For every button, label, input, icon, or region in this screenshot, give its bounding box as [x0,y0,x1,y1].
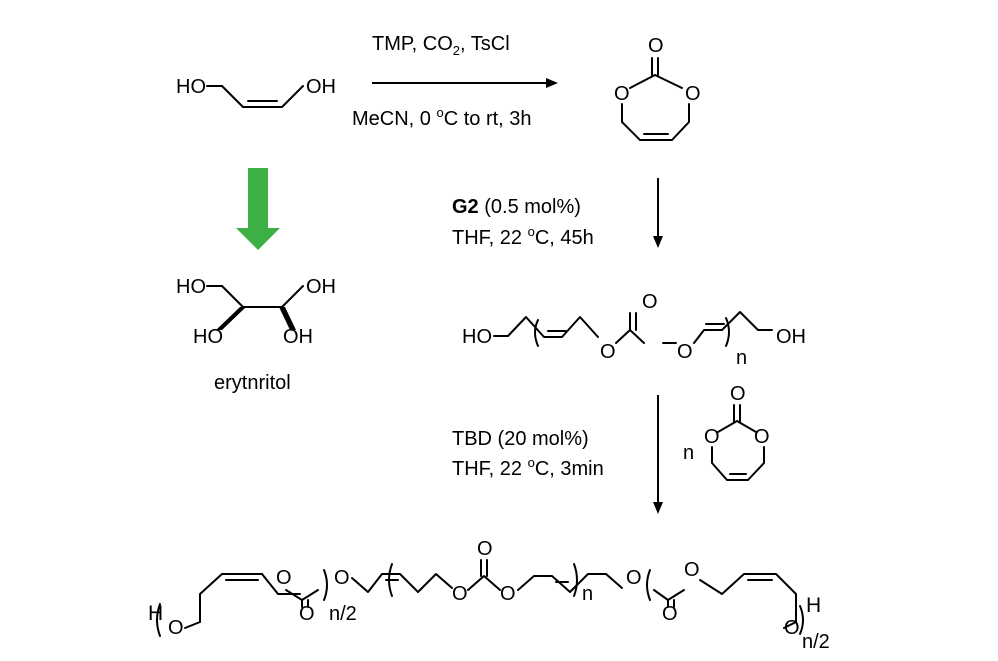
diol-right-oh: OH [306,76,336,98]
copolymer-o-f: O [500,583,516,605]
carbonate-o-top: O [648,35,664,57]
erythritol-structure: HO OH HO OH erytnritol [176,276,336,394]
step1-conditions-top: TMP, CO2, TsCl [372,33,510,58]
erythritol-oh-br: OH [283,326,313,348]
step2-solvent: THF, 22 oC, 45h [452,224,594,249]
cyclic-carbonate-structure: O O O [614,35,701,141]
romp-polymer-structure: HO OH O O O n [462,291,806,369]
copolymer-o-b: O [299,603,315,625]
step1-arrow [372,78,558,88]
step1-conditions-bottom: MeCN, 0 oC to rt, 3h [352,105,532,130]
copolymer-o-left: O [168,617,184,639]
butenediol-structure: HO OH [176,76,336,108]
copolymer-o-e: O [452,583,468,605]
copolymer-o-a: O [276,567,292,589]
step3-monomer-count: n [683,442,694,464]
monomer-structure: O O O [704,383,770,481]
polymer-right-oh: OH [776,326,806,348]
polymer-n: n [736,347,747,369]
diol-left-oh: HO [176,76,206,98]
carbonate-o-left: O [614,83,630,105]
carbonate-o-right: O [685,83,701,105]
polymer-o-top: O [642,291,658,313]
step2-catalyst: G2 (0.5 mol%) [452,196,581,218]
erythritol-oh-bl: HO [193,326,223,348]
erythritol-oh-tr: OH [306,276,336,298]
polymer-o2: O [677,341,693,363]
copolymer-h-left: H [148,602,163,625]
copolymer-o-h: O [684,559,700,581]
step3-arrow [653,395,663,514]
copolymer-o-g: O [626,567,642,589]
copolymer-o-d: O [477,538,493,560]
erythritol-name: erytnritol [214,372,291,394]
step3-catalyst: TBD (20 mol%) [452,428,589,450]
copolymer-o-i: O [662,603,678,625]
monomer-o-right: O [754,426,770,448]
copolymer-n2-right: n/2 [802,631,830,653]
erythritol-oh-tl: HO [176,276,206,298]
monomer-o-top: O [730,383,746,405]
copolymer-h-right: H [806,594,821,617]
green-arrow [236,168,280,250]
step2-arrow [653,178,663,248]
step3-solvent: THF, 22 oC, 3min [452,455,604,480]
copolymer-n-mid: n [582,583,593,605]
polymer-o1: O [600,341,616,363]
monomer-o-left: O [704,426,720,448]
copolymer-o-c: O [334,567,350,589]
copolymer-structure: H O n/2 O O O O O O n O O O O [148,538,830,653]
polymer-left-ho: HO [462,326,492,348]
copolymer-n2-left: n/2 [329,603,357,625]
copolymer-o-j: O [784,617,800,639]
